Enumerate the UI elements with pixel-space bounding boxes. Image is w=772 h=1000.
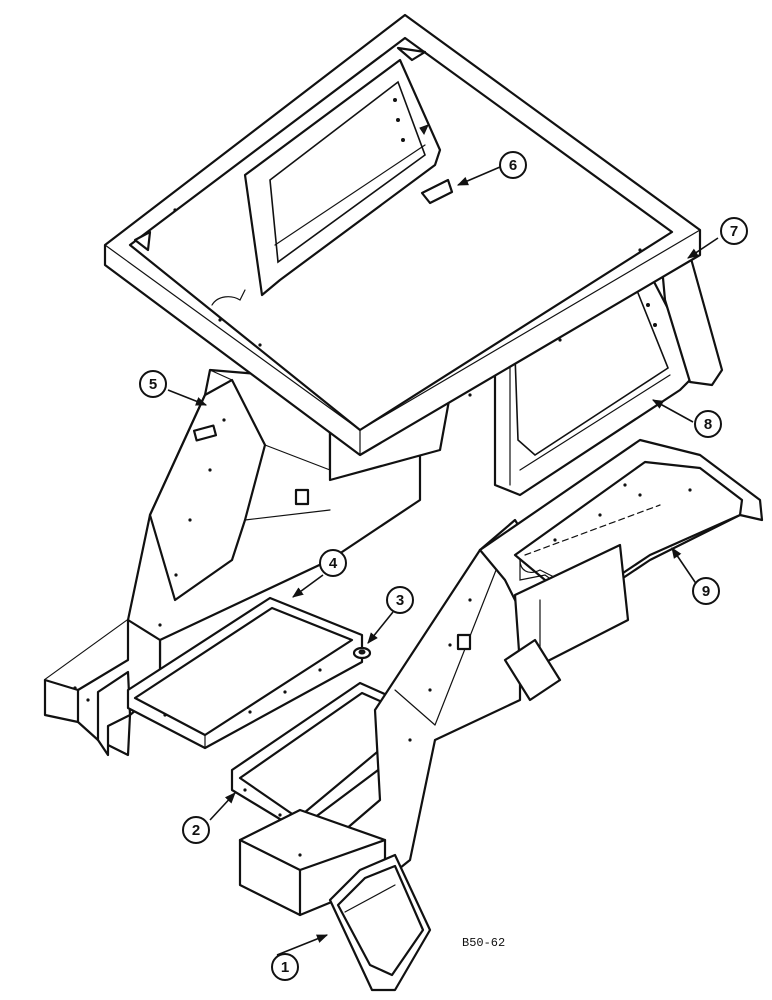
callout-1: 1 xyxy=(271,953,299,981)
leader-4 xyxy=(292,574,324,598)
figure-reference-code: B50-62 xyxy=(462,936,505,950)
wire-harness xyxy=(211,289,246,306)
leader-2 xyxy=(209,792,236,821)
callout-3: 3 xyxy=(386,586,414,614)
step-bracket xyxy=(328,853,432,992)
leader-5 xyxy=(167,389,208,406)
roof-frame xyxy=(103,13,702,457)
callout-4: 4 xyxy=(319,549,347,577)
leader-7 xyxy=(687,237,719,259)
left-battery-tray xyxy=(126,596,364,750)
callout-5: 5 xyxy=(139,370,167,398)
grommet-part xyxy=(352,646,372,660)
svg-text:2: 2 xyxy=(192,822,200,839)
svg-text:8: 8 xyxy=(704,416,712,433)
svg-text:3: 3 xyxy=(396,592,404,609)
leader-3 xyxy=(367,611,394,644)
svg-text:9: 9 xyxy=(702,583,710,600)
leader-8 xyxy=(652,399,694,423)
callout-2: 2 xyxy=(182,816,210,844)
leader-1 xyxy=(276,934,329,956)
leader-lines xyxy=(167,166,719,956)
callout-8: 8 xyxy=(694,410,722,438)
svg-text:7: 7 xyxy=(730,223,738,240)
svg-text:4: 4 xyxy=(329,555,338,572)
callout-6: 6 xyxy=(499,151,527,179)
leader-6 xyxy=(456,166,501,186)
callout-9: 9 xyxy=(692,577,720,605)
svg-text:6: 6 xyxy=(509,157,517,174)
svg-text:1: 1 xyxy=(281,959,289,976)
front-window-frame xyxy=(243,58,442,297)
svg-text:5: 5 xyxy=(149,376,157,393)
leader-9 xyxy=(671,547,698,586)
right-inner-well xyxy=(503,543,630,702)
left-step-box xyxy=(43,618,162,757)
callout-7: 7 xyxy=(720,217,748,245)
clip-part xyxy=(420,178,454,205)
